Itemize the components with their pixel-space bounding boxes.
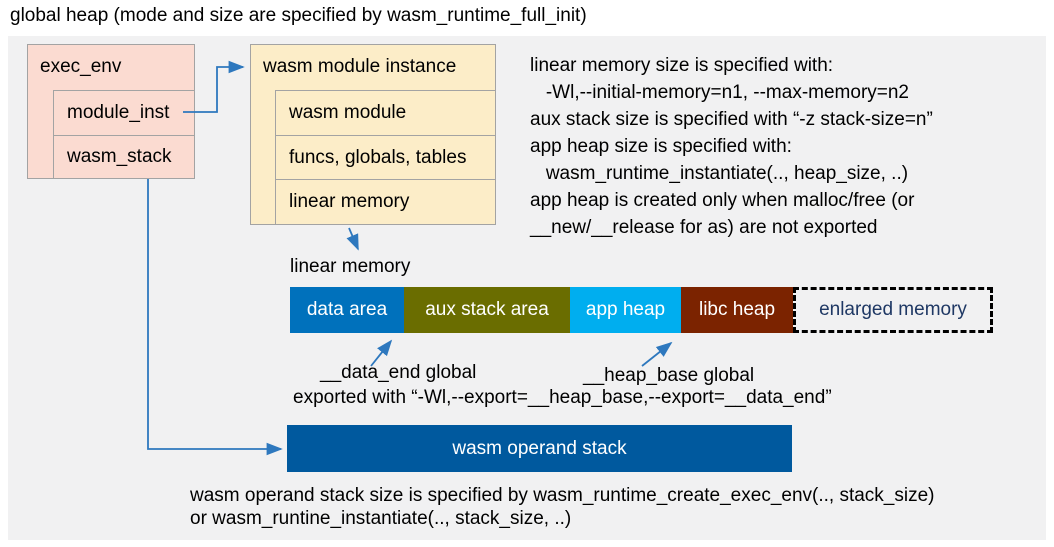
annotation-exported: exported with “-Wl,--export=__heap_base,… [293, 387, 832, 408]
notes-block: linear memory size is specified with: -W… [530, 52, 933, 241]
exec-env-header: exec_env [40, 56, 122, 77]
note-line: wasm_runtime_instantiate(.., heap_size, … [530, 163, 909, 184]
footer-line: or wasm_runtine_instantiate(.., stack_si… [190, 508, 572, 529]
segment-libc-heap: libc heap [681, 287, 793, 333]
note-line: __new/__release for as) are not exported [530, 217, 878, 238]
instance-row-linear-memory: linear memory [275, 179, 496, 225]
note-line: aux stack size is specified with “-z sta… [530, 109, 933, 130]
segment-data-area: data area [290, 287, 404, 333]
operand-stack-bar: wasm operand stack [287, 425, 792, 472]
footer-line: wasm operand stack size is specified by … [190, 485, 935, 506]
note-line: app heap size is specified with: [530, 136, 792, 157]
exec-env-row-module-inst: module_inst [53, 90, 195, 136]
instance-row-funcs-globals-tables: funcs, globals, tables [275, 135, 496, 180]
diagram-title: global heap (mode and size are specified… [10, 5, 587, 26]
annotation-heap-base: __heap_base global [583, 365, 755, 386]
note-line: linear memory size is specified with: [530, 55, 834, 76]
segment-aux-stack-area: aux stack area [404, 287, 570, 333]
note-line: app heap is created only when malloc/fre… [530, 190, 915, 211]
segment-app-heap: app heap [570, 287, 681, 333]
footer-note: wasm operand stack size is specified by … [190, 484, 935, 530]
note-line: -Wl,--initial-memory=n1, --max-memory=n2 [530, 82, 909, 103]
instance-row-wasm-module: wasm module [275, 90, 496, 136]
annotation-data-end: __data_end global [320, 362, 477, 383]
exec-env-row-wasm-stack: wasm_stack [53, 135, 195, 179]
linear-memory-label: linear memory [290, 256, 411, 277]
module-instance-header: wasm module instance [263, 56, 457, 77]
segment-enlarged-memory: enlarged memory [793, 287, 993, 333]
